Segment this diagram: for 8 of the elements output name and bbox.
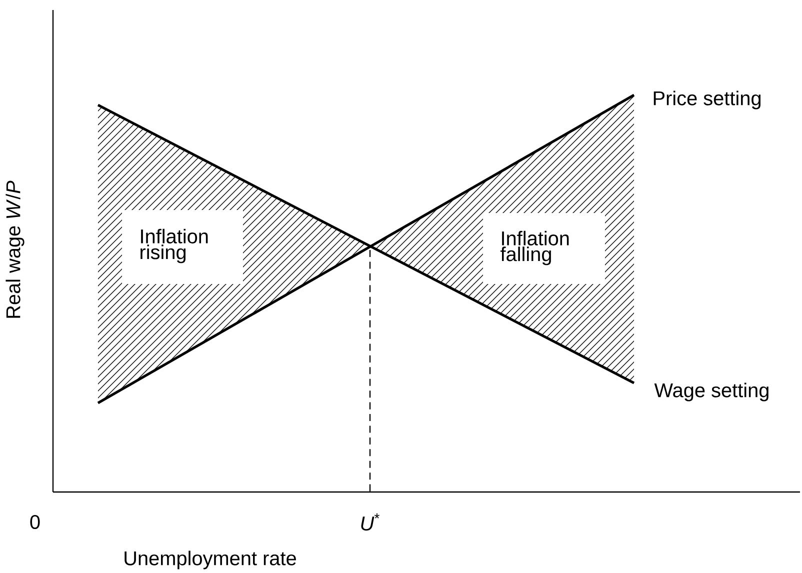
axis-title: Real wage W/P (6, 180, 24, 318)
curve-label: Wage setting (654, 382, 768, 402)
origin-label: 0 (30, 514, 40, 530)
axis-tick-label: U$^{*}$ (361, 513, 380, 531)
region-label: Inflation rising (140, 228, 208, 264)
region-label: Inflation falling (500, 230, 569, 266)
axis-title: Unemployment rate (124, 550, 296, 570)
curve-label: Price setting (654, 90, 761, 110)
